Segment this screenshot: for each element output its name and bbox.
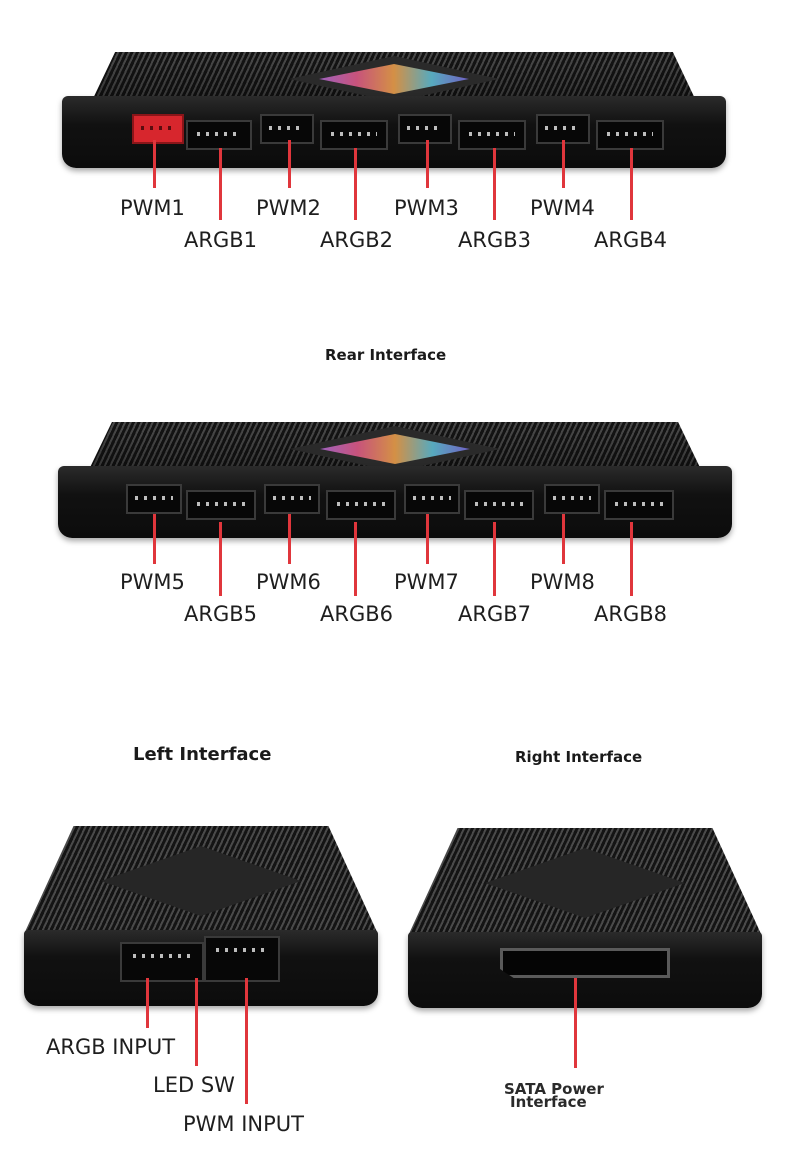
label-sata-interface: Interface [510, 1093, 587, 1111]
label-argb-input: ARGB INPUT [46, 1035, 176, 1059]
rear-interface-title: Rear Interface [325, 346, 447, 364]
pwm5-port [126, 484, 182, 514]
leader-line-argb3 [493, 148, 496, 220]
leader-line-argb1 [219, 148, 222, 220]
argb2-port [320, 120, 388, 150]
label-argb3: ARGB3 [458, 228, 531, 252]
right-interface-title: Right Interface [515, 748, 643, 766]
argb6-port [326, 490, 396, 520]
argb1-port [186, 120, 252, 150]
leader-line-pwm7 [426, 514, 429, 564]
leader-line-argb2 [354, 148, 357, 220]
label-pwm2: PWM2 [256, 196, 321, 220]
label-argb8: ARGB8 [594, 602, 667, 626]
leader-line-pwm4 [562, 140, 565, 188]
label-pwm5: PWM5 [120, 570, 185, 594]
label-argb4: ARGB4 [594, 228, 667, 252]
label-argb2: ARGB2 [320, 228, 393, 252]
leader-line-sata-power [574, 978, 577, 1068]
leader-line-argb-input [146, 978, 149, 1028]
rear-hub-device [58, 422, 732, 542]
pwm6-port [264, 484, 320, 514]
leader-line-argb7 [493, 522, 496, 596]
label-argb6: ARGB6 [320, 602, 393, 626]
leader-line-led-sw [195, 978, 198, 1066]
front-hub-device [62, 52, 726, 172]
leader-line-argb4 [630, 148, 633, 220]
label-pwm7: PWM7 [394, 570, 459, 594]
pwm2-port [260, 114, 314, 144]
leader-line-pwm5 [153, 514, 156, 564]
pwm1-port [132, 114, 184, 144]
argb-input-port [120, 942, 204, 982]
pwm-input-port [204, 936, 280, 982]
label-pwm3: PWM3 [394, 196, 459, 220]
leader-line-pwm-input [245, 978, 248, 1104]
pwm7-port [404, 484, 460, 514]
pwm3-port [398, 114, 452, 144]
argb8-port [604, 490, 674, 520]
label-argb1: ARGB1 [184, 228, 257, 252]
label-argb7: ARGB7 [458, 602, 531, 626]
leader-line-argb6 [354, 522, 357, 596]
label-sata-power: SATA Power [504, 1080, 604, 1098]
leader-line-pwm1 [153, 140, 156, 188]
argb4-port [596, 120, 664, 150]
leader-line-argb5 [219, 522, 222, 596]
pwm8-port [544, 484, 600, 514]
leader-line-pwm6 [288, 514, 291, 564]
argb3-port [458, 120, 526, 150]
label-pwm1: PWM1 [120, 196, 185, 220]
argb5-port [186, 490, 256, 520]
leader-line-pwm2 [288, 140, 291, 188]
leader-line-pwm3 [426, 140, 429, 188]
label-led-sw: LED SW [153, 1073, 235, 1097]
argb7-port [464, 490, 534, 520]
sata-power-port [500, 948, 670, 978]
label-pwm6: PWM6 [256, 570, 321, 594]
label-pwm-input: PWM INPUT [183, 1112, 304, 1136]
label-pwm8: PWM8 [530, 570, 595, 594]
right-side-device [408, 828, 762, 1012]
label-pwm4: PWM4 [530, 196, 595, 220]
label-argb5: ARGB5 [184, 602, 257, 626]
leader-line-pwm8 [562, 514, 565, 564]
left-side-device [24, 826, 378, 1010]
leader-line-argb8 [630, 522, 633, 596]
left-interface-title: Left Interface [133, 744, 272, 765]
